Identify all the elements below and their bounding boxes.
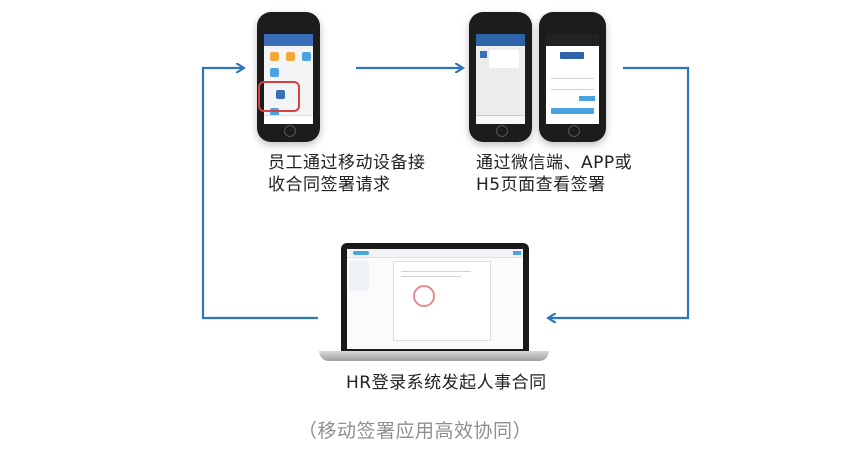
phone-app-bottombar [264, 115, 313, 124]
app-icon-6 [270, 108, 279, 117]
h5-code-button[interactable] [579, 96, 595, 101]
laptop-base [319, 351, 549, 361]
phone-wechat-input-bar [476, 115, 525, 124]
h5-field-1[interactable] [551, 78, 594, 79]
phone-app-screen [264, 34, 313, 124]
app-icon-2 [286, 52, 295, 61]
laptop-tab[interactable] [353, 251, 369, 255]
phone-wechat-screen [476, 34, 525, 124]
laptop [341, 243, 529, 351]
doc-line [401, 276, 461, 277]
step-hr-initiate-caption: HR登录系统发起人事合同 [346, 373, 547, 393]
step-mobile-receive-caption: 员工通过移动设备接 收合同签署请求 [268, 153, 426, 195]
doc-line [401, 271, 471, 272]
step-wechat-view-caption: 通过微信端、APP或 H5页面查看签署 [476, 153, 633, 195]
h5-login-button[interactable] [551, 108, 594, 114]
phone-app [257, 12, 320, 142]
h5-field-2[interactable] [551, 89, 594, 90]
phone-wechat [469, 12, 532, 142]
home-button-icon [495, 125, 508, 137]
laptop-action-button[interactable] [513, 251, 521, 255]
laptop-display [347, 249, 523, 349]
phone-wechat-topbar [476, 34, 525, 46]
laptop-page [393, 261, 491, 341]
home-button-icon [283, 125, 296, 137]
contract-sign-icon[interactable] [276, 90, 285, 99]
phone-h5 [539, 12, 606, 142]
arrow-right-loop [549, 66, 690, 318]
phone-app-topbar [264, 34, 313, 46]
arrow-left-loop [201, 68, 318, 320]
footer-caption: （移动签署应用高效协同） [298, 420, 533, 442]
phone-h5-screen [546, 34, 599, 124]
chat-avatar [480, 51, 487, 58]
phone-h5-topbar [546, 34, 599, 46]
app-icon-3 [302, 52, 311, 61]
h5-logo [560, 52, 584, 59]
home-button-icon [567, 125, 580, 137]
chat-bubble[interactable] [489, 50, 519, 68]
laptop-topbar [347, 249, 523, 258]
app-icon-1 [270, 52, 279, 61]
highlight-box [258, 81, 300, 112]
app-icon-4 [270, 68, 279, 77]
seal-stamp-icon [413, 285, 435, 307]
laptop-sidebar [349, 261, 369, 291]
